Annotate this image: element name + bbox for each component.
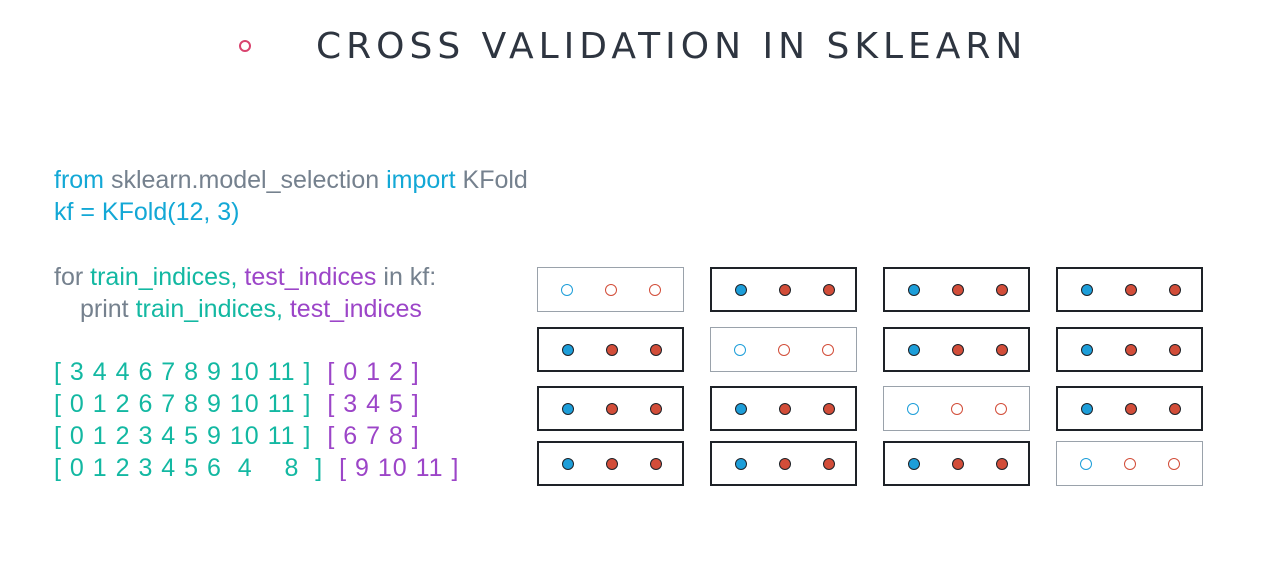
blue-point	[1081, 402, 1093, 415]
fold-box-test	[537, 267, 684, 312]
blue-point	[908, 457, 920, 470]
code-test-var: test_indices	[244, 263, 377, 291]
code-line-kfold: kf = KFold(12, 3)	[54, 198, 240, 226]
red-point	[952, 283, 964, 296]
red-point	[779, 457, 791, 470]
red-point	[605, 283, 617, 296]
fold-box-test	[1056, 441, 1203, 486]
blue-point	[908, 283, 920, 296]
blue-point	[734, 343, 746, 356]
output-test-indices: [ 0 1 2 ]	[327, 358, 420, 386]
output-line: [ 0 1 2 3 4 5 6 4 8 ] [ 9 10 11 ]	[54, 452, 459, 484]
output-test-indices: [ 6 7 8 ]	[327, 422, 420, 450]
code-train-var: train_indices,	[90, 263, 238, 291]
blue-point	[735, 402, 747, 415]
blue-point	[561, 283, 573, 296]
output-train-indices: [ 0 1 2 6 7 8 9 10 11 ]	[54, 390, 312, 418]
fold-box-train	[537, 441, 684, 486]
code-keyword-print: print	[80, 295, 129, 323]
red-point	[1169, 343, 1181, 356]
fold-box-train	[883, 327, 1030, 372]
red-point	[823, 457, 835, 470]
fold-box-train	[1056, 267, 1203, 312]
code-class: KFold	[462, 166, 528, 194]
code-in-kf: in kf:	[383, 263, 437, 291]
fold-box-train	[537, 327, 684, 372]
fold-box-test	[710, 327, 857, 372]
red-point	[1125, 343, 1137, 356]
output-test-indices: [ 3 4 5 ]	[327, 390, 420, 418]
red-point	[996, 283, 1008, 296]
blue-point	[562, 402, 574, 415]
red-point	[606, 343, 618, 356]
red-point	[1169, 402, 1181, 415]
fold-box-train	[710, 267, 857, 312]
code-line-for: for train_indices, test_indices in kf:	[54, 261, 436, 293]
red-point	[1169, 283, 1181, 296]
page-title: CROSS VALIDATION IN SKLEARN	[316, 26, 1028, 67]
output-train-indices: [ 0 1 2 3 4 5 9 10 11 ]	[54, 422, 312, 450]
code-print-test: test_indices	[289, 295, 422, 323]
red-point	[779, 402, 791, 415]
red-point	[823, 402, 835, 415]
blue-point	[907, 402, 919, 415]
red-point	[650, 457, 662, 470]
red-point	[952, 457, 964, 470]
fold-box-train	[883, 267, 1030, 312]
fold-box-train	[1056, 327, 1203, 372]
red-point	[1168, 457, 1180, 470]
fold-box-test	[883, 386, 1030, 431]
output-train-indices: [ 0 1 2 3 4 5 6 4 8 ]	[54, 454, 324, 482]
fold-box-train	[883, 441, 1030, 486]
blue-point	[1081, 283, 1093, 296]
blue-point	[908, 343, 920, 356]
code-keyword-from: from	[54, 166, 104, 194]
red-point	[1125, 283, 1137, 296]
red-point	[952, 343, 964, 356]
fold-box-train	[1056, 386, 1203, 431]
red-point	[778, 343, 790, 356]
red-point	[1125, 402, 1137, 415]
red-point	[606, 457, 618, 470]
blue-point	[562, 343, 574, 356]
red-point	[650, 402, 662, 415]
fold-box-train	[537, 386, 684, 431]
red-point	[779, 283, 791, 296]
blue-point	[1081, 343, 1093, 356]
red-point	[823, 283, 835, 296]
title-bullet-icon	[239, 40, 251, 52]
red-point	[1124, 457, 1136, 470]
output-line: [ 3 4 4 6 7 8 9 10 11 ] [ 0 1 2 ]	[54, 356, 420, 388]
blue-point	[1080, 457, 1092, 470]
output-test-indices: [ 9 10 11 ]	[339, 454, 460, 482]
code-print-train: train_indices,	[135, 295, 283, 323]
red-point	[996, 343, 1008, 356]
blue-point	[735, 283, 747, 296]
red-point	[995, 402, 1007, 415]
fold-box-train	[710, 386, 857, 431]
code-keyword-for: for	[54, 263, 84, 291]
code-module: sklearn.model_selection	[110, 166, 380, 194]
output-line: [ 0 1 2 3 4 5 9 10 11 ] [ 6 7 8 ]	[54, 420, 420, 452]
code-line-import: from sklearn.model_selection import KFol…	[54, 164, 528, 196]
blue-point	[562, 457, 574, 470]
red-point	[649, 283, 661, 296]
code-line-print: print train_indices, test_indices	[80, 293, 422, 325]
fold-box-train	[710, 441, 857, 486]
output-train-indices: [ 3 4 4 6 7 8 9 10 11 ]	[54, 358, 312, 386]
code-keyword-import: import	[386, 166, 456, 194]
red-point	[951, 402, 963, 415]
output-line: [ 0 1 2 6 7 8 9 10 11 ] [ 3 4 5 ]	[54, 388, 420, 420]
red-point	[996, 457, 1008, 470]
blue-point	[735, 457, 747, 470]
red-point	[606, 402, 618, 415]
red-point	[650, 343, 662, 356]
red-point	[822, 343, 834, 356]
